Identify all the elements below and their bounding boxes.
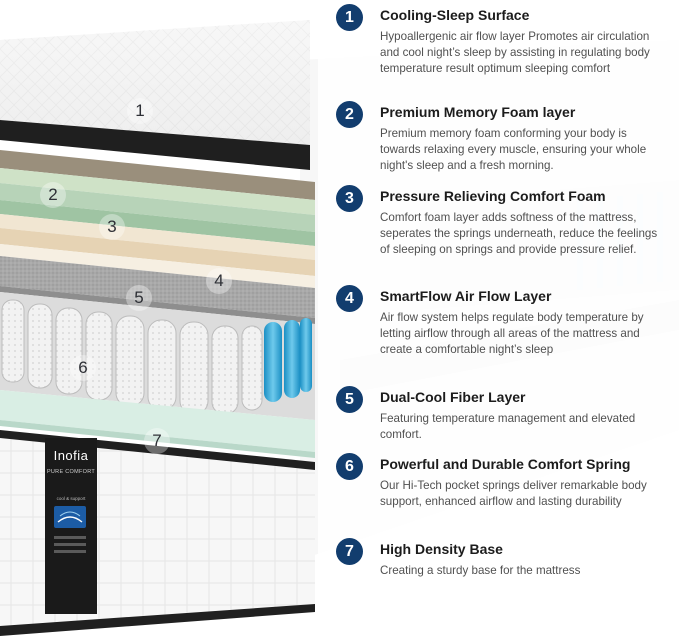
feature-description: Air flow system helps regulate body temp… [380,311,644,357]
feature-description: Creating a sturdy base for the mattress [380,564,581,577]
feature-number-badge: 5 [336,386,363,413]
feature-panel-background [318,0,679,636]
layer-memory-foam [0,150,315,246]
layer-marker-5: 5 [126,285,152,311]
brand-logo: Inofia [53,448,89,463]
layer-fiber [0,256,315,324]
feature-number-badge: 7 [336,538,363,565]
feature-title: SmartFlow Air Flow Layer [380,288,552,304]
layer-marker-3: 3 [99,214,125,240]
feature-number-badge: 2 [336,101,363,128]
feature-description: Hypoallergenic air flow layer Promotes a… [380,30,650,76]
feature-number-badge: 6 [336,453,363,480]
layer-marker-6: 6 [70,355,96,381]
brand-label-text: cool & support [56,496,86,501]
layer-pocket-springs [0,292,315,420]
feature-title: High Density Base [380,541,503,557]
brand-tagline: PURE COMFORT [46,469,96,475]
feature-number-badge: 4 [336,285,363,312]
feature-description: Featuring temperature management and ele… [380,412,636,442]
layer-comfort-foam [0,214,315,288]
feature-list: 1 Cooling-Sleep Surface Hypoallergenic a… [336,0,676,636]
feature-number-badge: 1 [336,4,363,31]
layer-marker-2: 2 [40,182,66,208]
layer-marker-4: 4 [206,268,232,294]
layer-marker-1: 1 [127,98,153,124]
feature-title: Powerful and Durable Comfort Spring [380,456,631,472]
layer-marker-7: 7 [144,428,170,454]
layer-high-density-base [0,390,315,458]
feature-description: Comfort foam layer adds softness of the … [380,211,658,257]
feature-title: Premium Memory Foam layer [380,104,576,120]
feature-title: Dual-Cool Fiber Layer [380,389,526,405]
feature-number-badge: 3 [336,185,363,212]
feature-description: Our Hi-Tech pocket springs deliver remar… [380,479,647,509]
mattress-side-border [0,430,315,636]
layer-cooling-top [0,20,310,170]
feature-title: Cooling-Sleep Surface [380,7,530,23]
feature-title: Pressure Relieving Comfort Foam [380,188,606,204]
feature-description: Premium memory foam conforming your body… [380,127,647,173]
